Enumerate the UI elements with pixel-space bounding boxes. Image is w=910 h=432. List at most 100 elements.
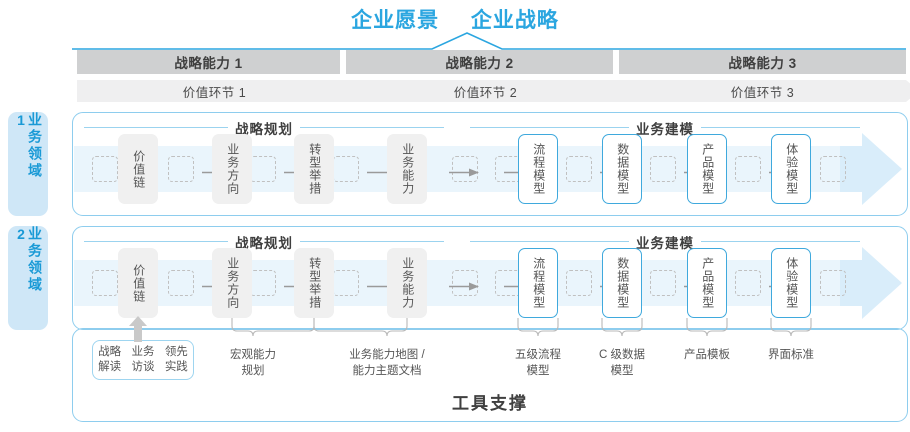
node-label: 流程模型 — [531, 257, 546, 309]
page-title: 企业愿景 企业战略 — [0, 4, 910, 34]
tool-caption-line: C 级数据 — [599, 349, 645, 361]
bracket-connector — [686, 318, 728, 337]
placeholder-box — [250, 156, 276, 182]
node-1-2[interactable]: 业务方向 — [212, 134, 252, 204]
business-domain-label-text: 业务领域 2 — [13, 226, 43, 294]
placeholder-box — [820, 270, 846, 296]
tool-caption-line: 产品模板 — [684, 349, 730, 361]
strategy-note-line: 领先实践 — [164, 346, 188, 373]
placeholder-box — [566, 156, 592, 182]
flow-band-2 — [74, 260, 869, 306]
section-rule-right — [300, 126, 444, 129]
placeholder-box — [333, 270, 359, 296]
section-rule-left — [84, 240, 228, 243]
business-domain-label-1: 业务领域 1 — [8, 112, 48, 216]
strategic-capability-1: 战略能力 1 — [77, 50, 340, 74]
placeholder-box — [452, 270, 478, 296]
section-title: 业务建模 — [636, 121, 694, 137]
tool-support-title: 工具支撑 — [452, 394, 528, 413]
placeholder-box — [92, 270, 118, 296]
node-2-4[interactable]: 业务能力 — [387, 248, 427, 318]
tool-caption-line: 界面标准 — [768, 349, 814, 361]
placeholder-box — [92, 156, 118, 182]
node-label: 业务能力 — [400, 257, 415, 309]
section-header-modeling-2: 业务建模 — [470, 234, 860, 251]
strategic-capability-2: 战略能力 2 — [346, 50, 613, 74]
node-1-8[interactable]: 体验模型 — [771, 134, 811, 204]
tool-caption-line: 五级流程 — [515, 349, 561, 361]
placeholder-box — [735, 270, 761, 296]
section-title: 战略规划 — [235, 121, 293, 137]
tool-caption-line: 模型 — [610, 364, 634, 377]
node-1-6[interactable]: 数据模型 — [602, 134, 642, 204]
strategy-note-box: 战略解读业务访谈领先实践 — [92, 340, 194, 380]
section-rule-right — [300, 240, 444, 243]
flow-band-1 — [74, 146, 869, 192]
value-link-2: 价值环节 2 — [346, 80, 638, 102]
section-header-planning-1: 战略规划 — [84, 120, 444, 137]
strategy-note-line: 战略解读 — [98, 346, 122, 373]
title-connector-line — [72, 32, 906, 50]
section-rule-right — [701, 240, 860, 243]
strategic-capability-3: 战略能力 3 — [619, 50, 906, 74]
node-2-6[interactable]: 数据模型 — [602, 248, 642, 318]
flow-arrow — [449, 278, 479, 291]
tool-caption-line: 规划 — [241, 364, 265, 377]
section-title: 业务建模 — [636, 235, 694, 251]
bracket-connector — [601, 318, 643, 337]
node-1-1[interactable]: 价值链 — [118, 134, 158, 204]
placeholder-box — [452, 156, 478, 182]
strategy-note-line: 业务访谈 — [131, 346, 155, 373]
node-2-7[interactable]: 产品模型 — [687, 248, 727, 318]
node-label: 业务能力 — [400, 143, 415, 195]
flow-band-tail-2 — [840, 260, 865, 306]
tool-caption-4: C 级数据模型 — [562, 348, 682, 379]
title-vision: 企业愿景 — [351, 9, 440, 32]
placeholder-box — [650, 156, 676, 182]
node-2-2[interactable]: 业务方向 — [212, 248, 252, 318]
node-2-1[interactable]: 价值链 — [118, 248, 158, 318]
node-label: 体验模型 — [784, 143, 799, 195]
flow-band-arrowhead-2 — [862, 247, 902, 319]
node-label: 价值链 — [131, 263, 146, 303]
node-2-5[interactable]: 流程模型 — [518, 248, 558, 318]
tool-caption-1: 宏观能力规划 — [193, 348, 313, 379]
section-rule-left — [470, 126, 629, 129]
node-1-4[interactable]: 业务能力 — [387, 134, 427, 204]
section-rule-left — [84, 126, 228, 129]
tool-caption-line: 业务能力地图 / — [349, 349, 425, 361]
placeholder-box — [820, 156, 846, 182]
node-2-3[interactable]: 转型举措 — [294, 248, 334, 318]
flow-band-tail-1 — [840, 146, 865, 192]
bracket-connector — [231, 318, 315, 337]
placeholder-box — [168, 156, 194, 182]
value-link-3: 价值环节 3 — [619, 80, 910, 102]
tool-caption-2: 业务能力地图 / 能力主题文档 — [327, 348, 447, 379]
placeholder-box — [650, 270, 676, 296]
tool-caption-line: 宏观能力 — [230, 349, 276, 361]
node-1-3[interactable]: 转型举措 — [294, 134, 334, 204]
section-header-modeling-1: 业务建模 — [470, 120, 860, 137]
node-label: 流程模型 — [531, 143, 546, 195]
value-link-1: 价值环节 1 — [77, 80, 365, 102]
flow-band-arrowhead-1 — [862, 133, 902, 205]
placeholder-box — [250, 270, 276, 296]
node-label: 产品模型 — [700, 143, 715, 195]
node-label: 数据模型 — [615, 257, 630, 309]
tool-caption-5: 产品模板 — [647, 348, 767, 364]
node-1-5[interactable]: 流程模型 — [518, 134, 558, 204]
flow-arrow — [449, 164, 479, 177]
bracket-connector — [517, 318, 559, 337]
tool-caption-3: 五级流程模型 — [478, 348, 598, 379]
node-label: 数据模型 — [615, 143, 630, 195]
placeholder-box — [735, 156, 761, 182]
tool-caption-line: 能力主题文档 — [352, 364, 422, 377]
node-1-7[interactable]: 产品模型 — [687, 134, 727, 204]
section-rule-left — [470, 240, 629, 243]
node-label: 转型举措 — [307, 257, 322, 309]
tool-caption-6: 界面标准 — [731, 348, 851, 364]
note-to-value-chain-arrow — [129, 316, 147, 342]
section-rule-right — [701, 126, 860, 129]
section-title: 战略规划 — [235, 235, 293, 251]
node-2-8[interactable]: 体验模型 — [771, 248, 811, 318]
